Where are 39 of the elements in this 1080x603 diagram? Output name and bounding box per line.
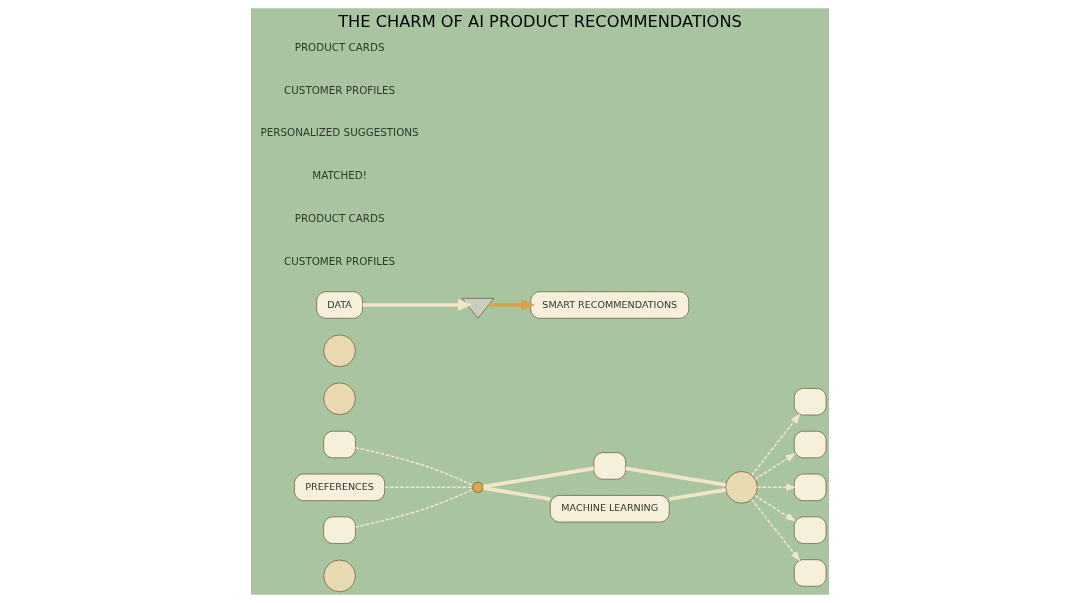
arrow: [751, 498, 801, 562]
node-box: [793, 388, 827, 416]
node-circle: [323, 382, 356, 415]
node-circle: [323, 559, 356, 593]
node-box: DATA: [316, 291, 363, 319]
arrow: [362, 298, 472, 312]
label: PERSONALIZED SUGGESTIONS: [260, 126, 419, 139]
node-box: [793, 430, 827, 459]
label: PRODUCT CARDS: [294, 212, 385, 225]
node-box: PREFERENCES: [294, 473, 385, 501]
connector: [384, 486, 474, 489]
node-box: SMART RECOMMENDATIONS: [530, 291, 690, 319]
arrow: [756, 483, 797, 491]
connector: [354, 488, 474, 528]
connector: [483, 466, 595, 489]
label: CUSTOMER PROFILES: [284, 83, 396, 96]
connector: [354, 446, 474, 487]
node-dot: [472, 481, 484, 493]
arrow: [488, 298, 536, 312]
arrow: [754, 453, 797, 480]
label: CUSTOMER PROFILES: [284, 254, 396, 267]
node-box: [323, 430, 356, 459]
arrow: [754, 494, 797, 522]
arrow: [751, 413, 801, 476]
node-box: [593, 452, 626, 480]
node-box: MACHINE LEARNING: [549, 495, 670, 523]
connector: [483, 486, 551, 501]
connector: [625, 466, 726, 487]
node-box: [323, 516, 356, 544]
node-box: [793, 516, 827, 544]
node-box: [793, 559, 827, 587]
diagram-title: THE CHARM OF AI PRODUCT RECOMMENDATIONS: [338, 12, 742, 32]
node-circle: [725, 471, 758, 504]
node-box: [793, 473, 827, 501]
label: PRODUCT CARDS: [294, 40, 385, 53]
label: MATCHED!: [312, 169, 367, 182]
node-triangle: [461, 298, 495, 319]
connector: [669, 488, 726, 501]
node-circle: [323, 334, 356, 367]
